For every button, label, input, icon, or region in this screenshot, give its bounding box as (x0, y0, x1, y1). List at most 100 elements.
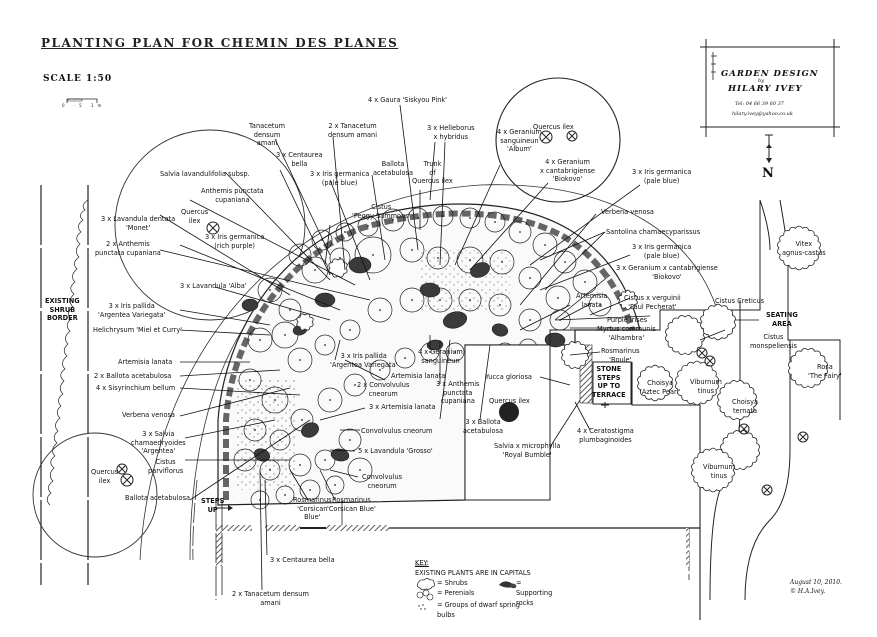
leader-line (329, 449, 356, 452)
perennial-center (309, 489, 311, 491)
signature-date: August 10, 2010. (790, 579, 842, 586)
leader-line (319, 469, 336, 501)
shrub-outline (296, 313, 314, 331)
perennial-center (299, 359, 301, 361)
leader-line (549, 399, 581, 448)
leader-line (569, 351, 601, 356)
shrub-outlines (296, 225, 828, 493)
leader-line (179, 309, 271, 326)
plant-label-rosmarinus-corsican-2: Rosmarinus'Corsican Blue' (327, 496, 376, 513)
plant-label-ballota-bottom: Ballota acetabulosa (125, 494, 191, 502)
steps-up-arrow-icon (216, 505, 233, 511)
scale-tick-half: ·5 (73, 103, 86, 108)
perennial-circle (278, 298, 302, 322)
perennial-circle (311, 229, 333, 251)
perennial-circle (243, 418, 267, 442)
plant-label-rosa: Rosa'The Fairy' (808, 363, 842, 380)
designer-card-frame (700, 39, 840, 137)
stone-steps (592, 361, 632, 405)
perennial-circle (369, 359, 391, 381)
perennial-center (584, 281, 586, 283)
perennial-center (564, 261, 566, 263)
leader-line (214, 286, 331, 321)
designer-card-line2: HILARY IVEY (728, 84, 803, 94)
perennial-circle (288, 453, 312, 477)
plant-label-lavandula-monet: 3 x Lavandula dentata'Monet' (101, 215, 176, 232)
rock-shading (330, 448, 350, 462)
plant-label-gaura: 4 x Gaura 'Siskyou Pink' (368, 96, 447, 104)
leader-line (544, 231, 606, 291)
key-symbols (415, 564, 517, 610)
perennial-circle (572, 269, 598, 295)
existing-shrub-border (40, 185, 89, 585)
leader-line (429, 141, 436, 201)
rock-shading (241, 298, 259, 312)
perennial-center (284, 494, 286, 496)
perennial-center (314, 269, 316, 271)
perennial-center (544, 244, 546, 246)
leader-line (371, 174, 386, 261)
leader-line (279, 169, 331, 276)
north-label: N (762, 166, 774, 181)
perennial-center (274, 399, 276, 401)
rock-shading (491, 323, 509, 337)
perennial-center (259, 339, 261, 341)
plant-label-iris-pale-blue-mid: 3 x Iris germanica(pale blue) (310, 170, 370, 187)
plant-label-centaurea-bottom: 3 x Centaurea bella (270, 556, 335, 564)
legend-note: EXISTING PLANTS ARE IN CAPITALS (415, 569, 531, 577)
shrub-outline (618, 289, 638, 311)
perennial-center (324, 459, 326, 461)
leader-line (439, 339, 451, 420)
perennial-center (249, 379, 251, 381)
legend-bulbs-label: Groups of dwarf spring bulbs (437, 601, 520, 619)
plant-label-artemisia-left: Artemisia lanata (118, 358, 173, 366)
perennial-circle (488, 293, 512, 317)
plant-label-artemisia-mid: Artemisia lanata (391, 372, 446, 380)
perennial-circle (399, 237, 425, 263)
leader-line (179, 329, 271, 336)
perennial-center (359, 469, 361, 471)
scale-bar-ticks: 0 ·5 1m (62, 102, 105, 111)
plant-label-iris-pale-blue-right: 3 x Iris germanica(pale blue) (632, 243, 692, 260)
designer-card-by: by (758, 78, 765, 84)
leader-line (334, 339, 341, 361)
plant-label-geranium-biokovo-right: 3 x Geranium x cantabrigiense'Biokovo' (616, 264, 718, 281)
perennial-center (417, 217, 419, 219)
perennial-center (411, 249, 413, 251)
legend-perennials: = Perenials (437, 589, 475, 597)
perennial-circle (458, 288, 482, 312)
perennial-center (469, 299, 471, 301)
leader-line (159, 214, 291, 296)
plant-label-choisya-aztec: Choisya'Aztec Pearl' (640, 379, 681, 396)
perennial-circle (325, 475, 345, 495)
perennial-center (529, 277, 531, 279)
leader-line (554, 274, 611, 321)
perennial-center (284, 334, 286, 336)
perennial-center (324, 344, 326, 346)
perennial-center (519, 231, 521, 233)
plant-label-helichrysum: Helichrysum 'Miel et Curry' (93, 326, 183, 334)
plant-label-myrtus: Myrtus communis'Alhambra' (597, 325, 656, 342)
perennial-center (437, 257, 439, 259)
perennial-circle (427, 287, 453, 313)
leader-line (344, 359, 386, 381)
perennial-circle (357, 215, 379, 237)
rock-shading (470, 262, 490, 278)
leader-line (519, 213, 597, 306)
plant-label-ballota-2: 2 x Ballota acetabulosa (94, 372, 172, 380)
perennial-circle (261, 386, 289, 414)
shrub-outline (717, 380, 757, 420)
shrub-outline (788, 348, 828, 388)
plant-label-cistus-peggy: Cistus'Peggy Sammons' (352, 203, 411, 220)
designer-card: GARDEN DESIGN by HILARY IVEY Tel: 04 66 … (706, 44, 832, 124)
